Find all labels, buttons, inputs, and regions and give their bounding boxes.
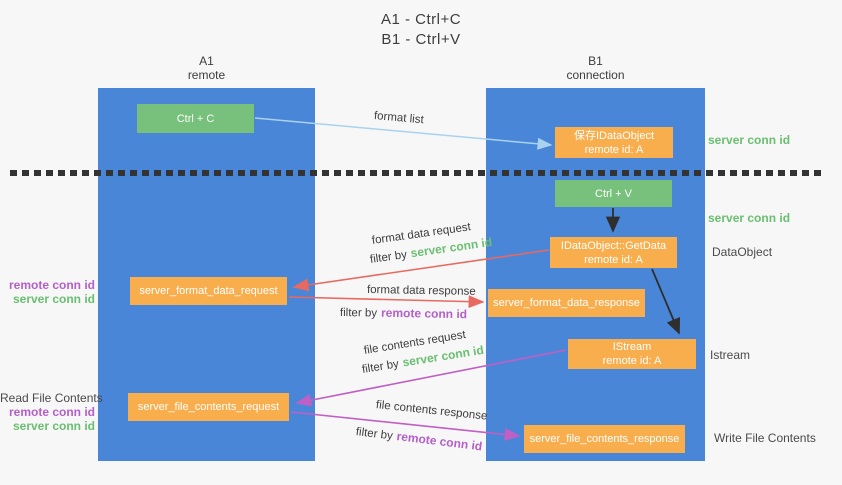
file-contents-response-label: file contents response [375, 399, 488, 423]
filter-by-text: filter by [339, 307, 378, 320]
column-b1-subtitle: connection [566, 68, 625, 82]
column-a1-subtitle: remote [187, 68, 226, 82]
server-format-data-request-label: server_format_data_request [139, 285, 278, 297]
save-idataobject-line1: 保存IDataObject [573, 129, 655, 142]
server-conn-id-label-mid: server conn id [708, 211, 791, 225]
ctrl-c-label: Ctrl + C [176, 112, 215, 125]
format-data-response-label: format data response [366, 284, 476, 298]
dotted-divider-line [10, 170, 824, 176]
remote-conn-id-label-2: remote conn id [8, 405, 95, 419]
remote-conn-id-label-1: remote conn id [8, 278, 95, 292]
istream-line2: remote id: A [602, 355, 662, 367]
server-file-contents-response-label: server_file_contents_response [529, 433, 680, 445]
title-line-1: A1 - Ctrl+C [380, 11, 462, 28]
write-file-contents-label: Write File Contents [714, 431, 816, 445]
server-conn-id-label-left-1: server conn id [12, 291, 95, 306]
server-file-contents-request-label: server_file_contents_request [137, 401, 280, 413]
left-conn-id-stack-format: remote conn id server conn id [0, 278, 95, 306]
server-format-data-request-box: server_format_data_request [130, 277, 287, 305]
getdata-line2: remote id: A [584, 253, 643, 266]
server-conn-id-label-top: server conn id [708, 133, 791, 147]
server-format-data-response-label: server_format_data_response [493, 297, 640, 309]
read-file-contents-label: Read File Contents [0, 391, 103, 405]
save-idataobject-line2: remote id: A [584, 143, 644, 156]
filter-by-text: filter by [361, 358, 400, 376]
ctrl-v-label: Ctrl + V [595, 187, 632, 200]
server-format-data-response-box: server_format_data_response [488, 289, 645, 317]
title-line-2: B1 - Ctrl+V [381, 31, 461, 48]
left-conn-id-stack-file: Read File Contents remote conn id server… [0, 391, 103, 433]
ctrl-c-box: Ctrl + C [137, 104, 254, 133]
column-a1-name: A1 [199, 54, 214, 68]
ctrl-v-box: Ctrl + V [555, 180, 672, 207]
diagram-title: A1 - Ctrl+C B1 - Ctrl+V [0, 10, 842, 50]
column-header-b1: B1 connection [486, 54, 705, 82]
idataobject-getdata-box: IDataObject::GetData remote id: A [550, 237, 677, 268]
filter-by-text: filter by [369, 248, 408, 266]
column-b1-name: B1 [588, 54, 603, 68]
filter-by-text: filter by [355, 426, 394, 443]
dataobject-label: DataObject [712, 245, 773, 259]
istream-side-label: Istream [710, 348, 751, 362]
filter-remote-conn-id: remote conn id [395, 429, 483, 454]
save-idataobject-box: 保存IDataObject remote id: A [555, 127, 673, 158]
format-data-response-arrow [288, 295, 485, 309]
istream-box: IStream remote id: A [568, 339, 696, 369]
server-file-contents-response-box: server_file_contents_response [524, 425, 685, 453]
server-conn-id-label-left-2: server conn id [12, 419, 95, 433]
column-header-a1: A1 remote [98, 54, 315, 82]
format-list-label: format list [373, 110, 425, 127]
server-file-contents-request-box: server_file_contents_request [128, 393, 289, 421]
istream-line1: IStream [612, 341, 652, 353]
getdata-line1: IDataObject::GetData [560, 239, 667, 252]
filter-remote-conn-id: remote conn id [380, 305, 468, 322]
